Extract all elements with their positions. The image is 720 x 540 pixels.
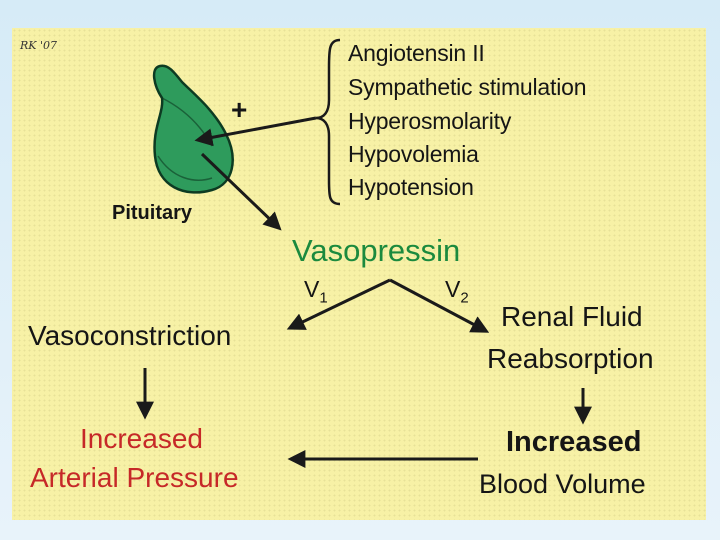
vasopressin-label: Vasopressin	[292, 233, 461, 268]
v1-subscript: 1	[319, 289, 328, 307]
v1-letter: V	[304, 276, 320, 302]
increased-pressure-line2: Arterial Pressure	[30, 462, 239, 493]
stimulus-item: Hyperosmolarity	[348, 108, 512, 134]
renal-fluid-label: Renal Fluid	[501, 301, 643, 332]
reabsorption-label: Reabsorption	[487, 343, 654, 374]
v1-receptor-label: V1	[304, 276, 328, 307]
stimuli-brace	[315, 38, 341, 206]
signature: RK '07	[20, 39, 58, 52]
stimulus-item: Angiotensin II	[348, 40, 485, 66]
diagram-panel: RK '07 + Pituitary Angiotensin II Sympat…	[12, 28, 706, 520]
plus-sign: +	[231, 94, 248, 125]
diagram-canvas	[136, 38, 592, 468]
pituitary-to-vasopressin-arrow	[200, 152, 282, 231]
v2-letter: V	[445, 276, 461, 302]
stimulus-item: Sympathetic stimulation	[348, 74, 587, 100]
v2-subscript: 2	[460, 289, 469, 307]
stimulus-item: Hypovolemia	[348, 141, 479, 167]
increased-volume-line2: Blood Volume	[479, 469, 646, 499]
stimulus-item: Hypotension	[348, 174, 474, 200]
pituitary-label: Pituitary	[112, 202, 193, 224]
v1-arrow	[286, 278, 391, 330]
v2-receptor-label: V2	[445, 276, 469, 307]
stimuli-to-pituitary-arrow	[194, 116, 317, 147]
v2-arrow	[389, 278, 490, 333]
vasoconstriction-label: Vasoconstriction	[28, 320, 232, 351]
increased-volume-line1: Increased	[506, 426, 642, 458]
increased-pressure-line1: Increased	[80, 423, 203, 454]
